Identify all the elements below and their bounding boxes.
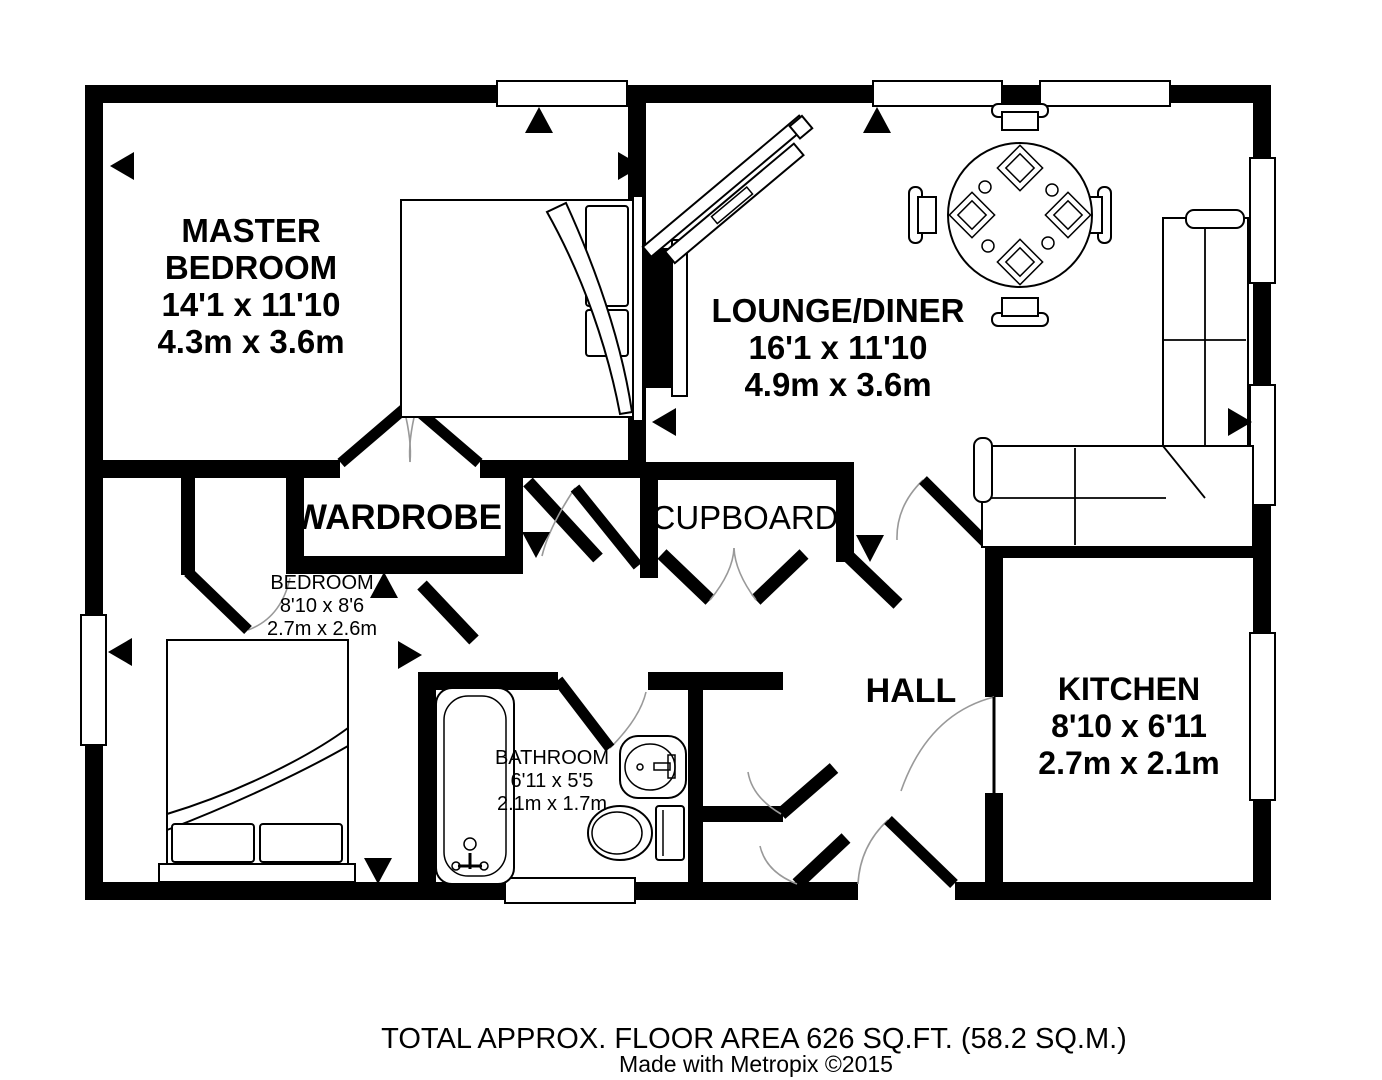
room-dim-metric: 2.1m x 1.7m bbox=[497, 793, 607, 815]
bedroom-door bbox=[184, 568, 252, 634]
room-labels: MASTER BEDROOM 14'1 x 11'10 4.3m x 3.6m … bbox=[157, 212, 1219, 815]
tv-unit-icon bbox=[641, 114, 814, 265]
window bbox=[1249, 632, 1276, 801]
window bbox=[1249, 157, 1276, 284]
arrow-up-icon bbox=[525, 107, 553, 133]
arrow-left-icon bbox=[652, 408, 676, 436]
toilet-icon bbox=[587, 805, 685, 861]
door-arcs bbox=[247, 408, 995, 885]
room-dim-imperial: 8'10 x 6'11 bbox=[1051, 708, 1207, 744]
window bbox=[80, 614, 107, 746]
double-door bbox=[337, 404, 408, 468]
window bbox=[1039, 80, 1171, 107]
room-label-bathroom: BATHROOM bbox=[495, 747, 609, 769]
metropix-credit-text: Made with Metropix ©2015 bbox=[619, 1051, 893, 1077]
room-dim-metric: 2.7m x 2.1m bbox=[1038, 745, 1219, 781]
room-dim-metric: 4.9m x 3.6m bbox=[744, 366, 931, 403]
bathroom-door bbox=[553, 676, 615, 752]
lounge-door bbox=[919, 476, 989, 546]
room-dim-imperial: 8'10 x 8'6 bbox=[280, 595, 364, 617]
arrow-right-icon bbox=[618, 152, 642, 180]
room-dim-metric: 4.3m x 3.6m bbox=[157, 323, 344, 360]
arrow-up-icon bbox=[863, 107, 891, 133]
window bbox=[872, 80, 1003, 107]
room-label-hall: HALL bbox=[866, 672, 957, 710]
total-floor-area-text: TOTAL APPROX. FLOOR AREA 626 SQ.FT. (58.… bbox=[381, 1023, 1127, 1055]
cupboard-door bbox=[570, 484, 643, 570]
corner-sofa-icon bbox=[973, 209, 1254, 548]
entrance-door bbox=[884, 816, 958, 888]
arrow-down-icon bbox=[856, 535, 884, 562]
arrow-right-icon bbox=[398, 641, 422, 669]
room-label-master-bedroom: MASTER bbox=[181, 212, 321, 249]
measure-markers bbox=[108, 107, 1252, 884]
room-label-master-bedroom: BEDROOM bbox=[165, 249, 337, 286]
room-dim-imperial: 14'1 x 11'10 bbox=[161, 286, 340, 323]
window bbox=[496, 80, 628, 107]
room-dim-imperial: 6'11 x 5'5 bbox=[511, 770, 594, 792]
room-label-cupboard: CUPBOARD bbox=[651, 499, 838, 536]
arrow-left-icon bbox=[108, 638, 132, 666]
window bbox=[504, 877, 636, 904]
single-bed-icon bbox=[158, 639, 356, 883]
footer: TOTAL APPROX. FLOOR AREA 626 SQ.FT. (58.… bbox=[381, 1023, 1127, 1077]
room-label-bedroom: BEDROOM bbox=[270, 572, 373, 594]
arrow-left-icon bbox=[110, 152, 134, 180]
doors bbox=[184, 404, 996, 888]
arrow-down-icon bbox=[522, 532, 550, 558]
sink-icon bbox=[619, 735, 687, 799]
arrow-up-icon bbox=[370, 572, 398, 598]
room-label-kitchen: KITCHEN bbox=[1058, 671, 1200, 707]
double-bed-icon bbox=[400, 195, 644, 422]
room-dim-metric: 2.7m x 2.6m bbox=[267, 618, 377, 640]
windows bbox=[80, 80, 1276, 904]
dining-table-icon bbox=[908, 103, 1112, 327]
room-dim-imperial: 16'1 x 11'10 bbox=[748, 329, 927, 366]
room-label-lounge-diner: LOUNGE/DINER bbox=[711, 292, 964, 329]
arrow-down-icon bbox=[364, 858, 392, 884]
room-label-wardrobe: WARDROBE bbox=[294, 498, 502, 537]
arrow-right-icon bbox=[1228, 408, 1252, 436]
fireplace-icon bbox=[646, 239, 688, 397]
bathtub-icon bbox=[435, 687, 515, 885]
